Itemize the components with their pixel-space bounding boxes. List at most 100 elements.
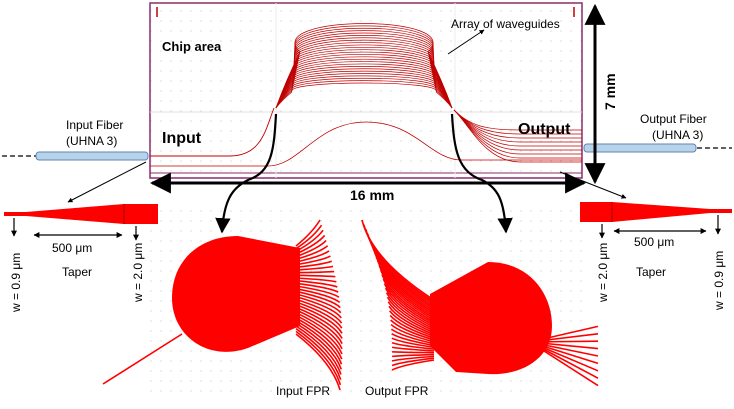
waveguide	[292, 65, 436, 82]
fpr-waveguide	[295, 287, 341, 304]
w-narrow-label-right: w = 0.9 μm	[712, 250, 726, 310]
output-waveguides	[453, 109, 582, 163]
waveguide	[292, 77, 436, 90]
fpr-waveguide	[391, 337, 435, 349]
input-fpr-label: Input FPR	[276, 384, 331, 398]
w-wide-label-right: w = 2.0 μm	[596, 242, 610, 302]
array-callout-arrow	[447, 29, 485, 55]
input-fiber-label-line1: Input Fiber	[66, 118, 124, 132]
output-fiber	[583, 143, 697, 153]
fpr-waveguide	[388, 305, 435, 336]
fpr-waveguide	[295, 328, 342, 380]
fpr-waveguide	[381, 274, 435, 323]
fpr-waveguide	[295, 285, 340, 298]
w-wide-label-left: w = 2.0 μm	[131, 242, 145, 302]
chip-dot-grid	[150, 3, 582, 178]
fpr-waveguide	[385, 292, 435, 330]
fpr-waveguide	[295, 265, 334, 271]
input-label: Input	[162, 130, 202, 147]
w-narrow-label-left: w = 0.9 μm	[9, 252, 23, 312]
fpr-waveguide	[295, 306, 343, 339]
output-fpr-label: Output FPR	[365, 384, 429, 398]
fpr-waveguide	[295, 279, 338, 288]
fpr-waveguide	[389, 314, 435, 339]
fpr-waveguide	[295, 314, 343, 355]
fpr-waveguide	[387, 301, 435, 334]
waveguide	[291, 80, 437, 91]
waveguide	[292, 75, 436, 88]
taper-length-label-left: 500 μm	[52, 241, 93, 255]
fpr-waveguide	[391, 355, 435, 362]
fpr-waveguide	[382, 278, 435, 325]
input-waveguide	[150, 107, 275, 157]
fpr-waveguide	[389, 310, 435, 338]
fpr-waveguide	[295, 298, 343, 324]
waveguide	[291, 82, 437, 93]
fpr-waveguide	[295, 277, 337, 283]
fpr-waveguide	[295, 330, 342, 386]
fpr-waveguide	[295, 293, 342, 314]
fpr-waveguide	[295, 260, 333, 269]
fpr-waveguide	[392, 351, 435, 354]
fan-waveguide	[427, 51, 453, 109]
array-of-waveguides-label: Array of waveguides	[451, 17, 560, 31]
output-fiber-label-line1: Output Fiber	[640, 112, 707, 126]
output-star-coupler-fan	[427, 51, 453, 109]
chip-area-label: Chip area	[162, 39, 222, 54]
input-fpr-body	[172, 236, 300, 352]
fpr-waveguide	[390, 328, 435, 345]
fpr-waveguide	[392, 353, 435, 358]
fpr-waveguide	[295, 325, 342, 375]
input-fiber	[35, 151, 149, 161]
fpr-waveguide	[391, 332, 435, 347]
fpr-waveguide	[295, 333, 341, 391]
fpr-waveguide	[390, 319, 435, 341]
output-waveguide	[453, 109, 582, 163]
width-dimension-label: 16 mm	[350, 187, 395, 203]
taper-length-label-right: 500 μm	[634, 235, 675, 249]
input-fpr-callout-arrow	[215, 113, 278, 234]
output-fiber-label-line2: (UHNA 3)	[652, 128, 704, 142]
fpr-waveguide	[390, 323, 435, 343]
output-label: Output	[518, 121, 571, 138]
input-fiber-label-line2: (UHNA 3)	[66, 134, 118, 148]
input-taper	[4, 204, 158, 224]
fpr-waveguide	[383, 283, 435, 327]
fpr-waveguide	[295, 322, 343, 370]
fpr-waveguide	[295, 219, 321, 247]
taper-label-right: Taper	[636, 265, 667, 279]
fpr-waveguide	[295, 309, 343, 345]
waveguide	[292, 70, 436, 85]
fpr-waveguide	[295, 317, 343, 360]
reference-waveguide	[150, 121, 582, 167]
fan-waveguide	[275, 51, 301, 109]
output-fpr-callout-arrow	[450, 113, 513, 234]
output-fpr-body	[430, 262, 552, 375]
fpr-waveguide	[295, 301, 343, 329]
fpr-waveguide	[386, 296, 435, 332]
input-taper-callout-arrow	[67, 161, 147, 203]
fpr-waveguide	[295, 255, 331, 266]
height-dimension-label: 7 mm	[602, 73, 618, 110]
fpr-waveguide	[295, 295, 342, 319]
waveguide	[292, 68, 436, 83]
fpr-waveguide	[295, 319, 343, 365]
taper-label-left: Taper	[62, 265, 93, 279]
input-fpr-feed-waveguide	[102, 333, 183, 385]
waveguide	[294, 30, 434, 58]
fpr-waveguide	[295, 311, 343, 350]
fpr-waveguide	[295, 250, 330, 263]
fpr-waveguide	[295, 303, 343, 334]
fpr-waveguide	[295, 224, 323, 250]
output-taper-callout-arrow	[559, 171, 627, 199]
fpr-waveguide	[391, 359, 435, 371]
input-star-coupler-fan	[275, 51, 301, 109]
output-taper	[580, 202, 732, 222]
fpr-waveguide	[295, 274, 336, 278]
fpr-waveguide	[384, 287, 435, 328]
fpr-waveguide	[391, 346, 435, 352]
fpr-waveguide	[295, 282, 339, 293]
waveguide	[294, 27, 434, 56]
waveguide	[292, 73, 436, 86]
